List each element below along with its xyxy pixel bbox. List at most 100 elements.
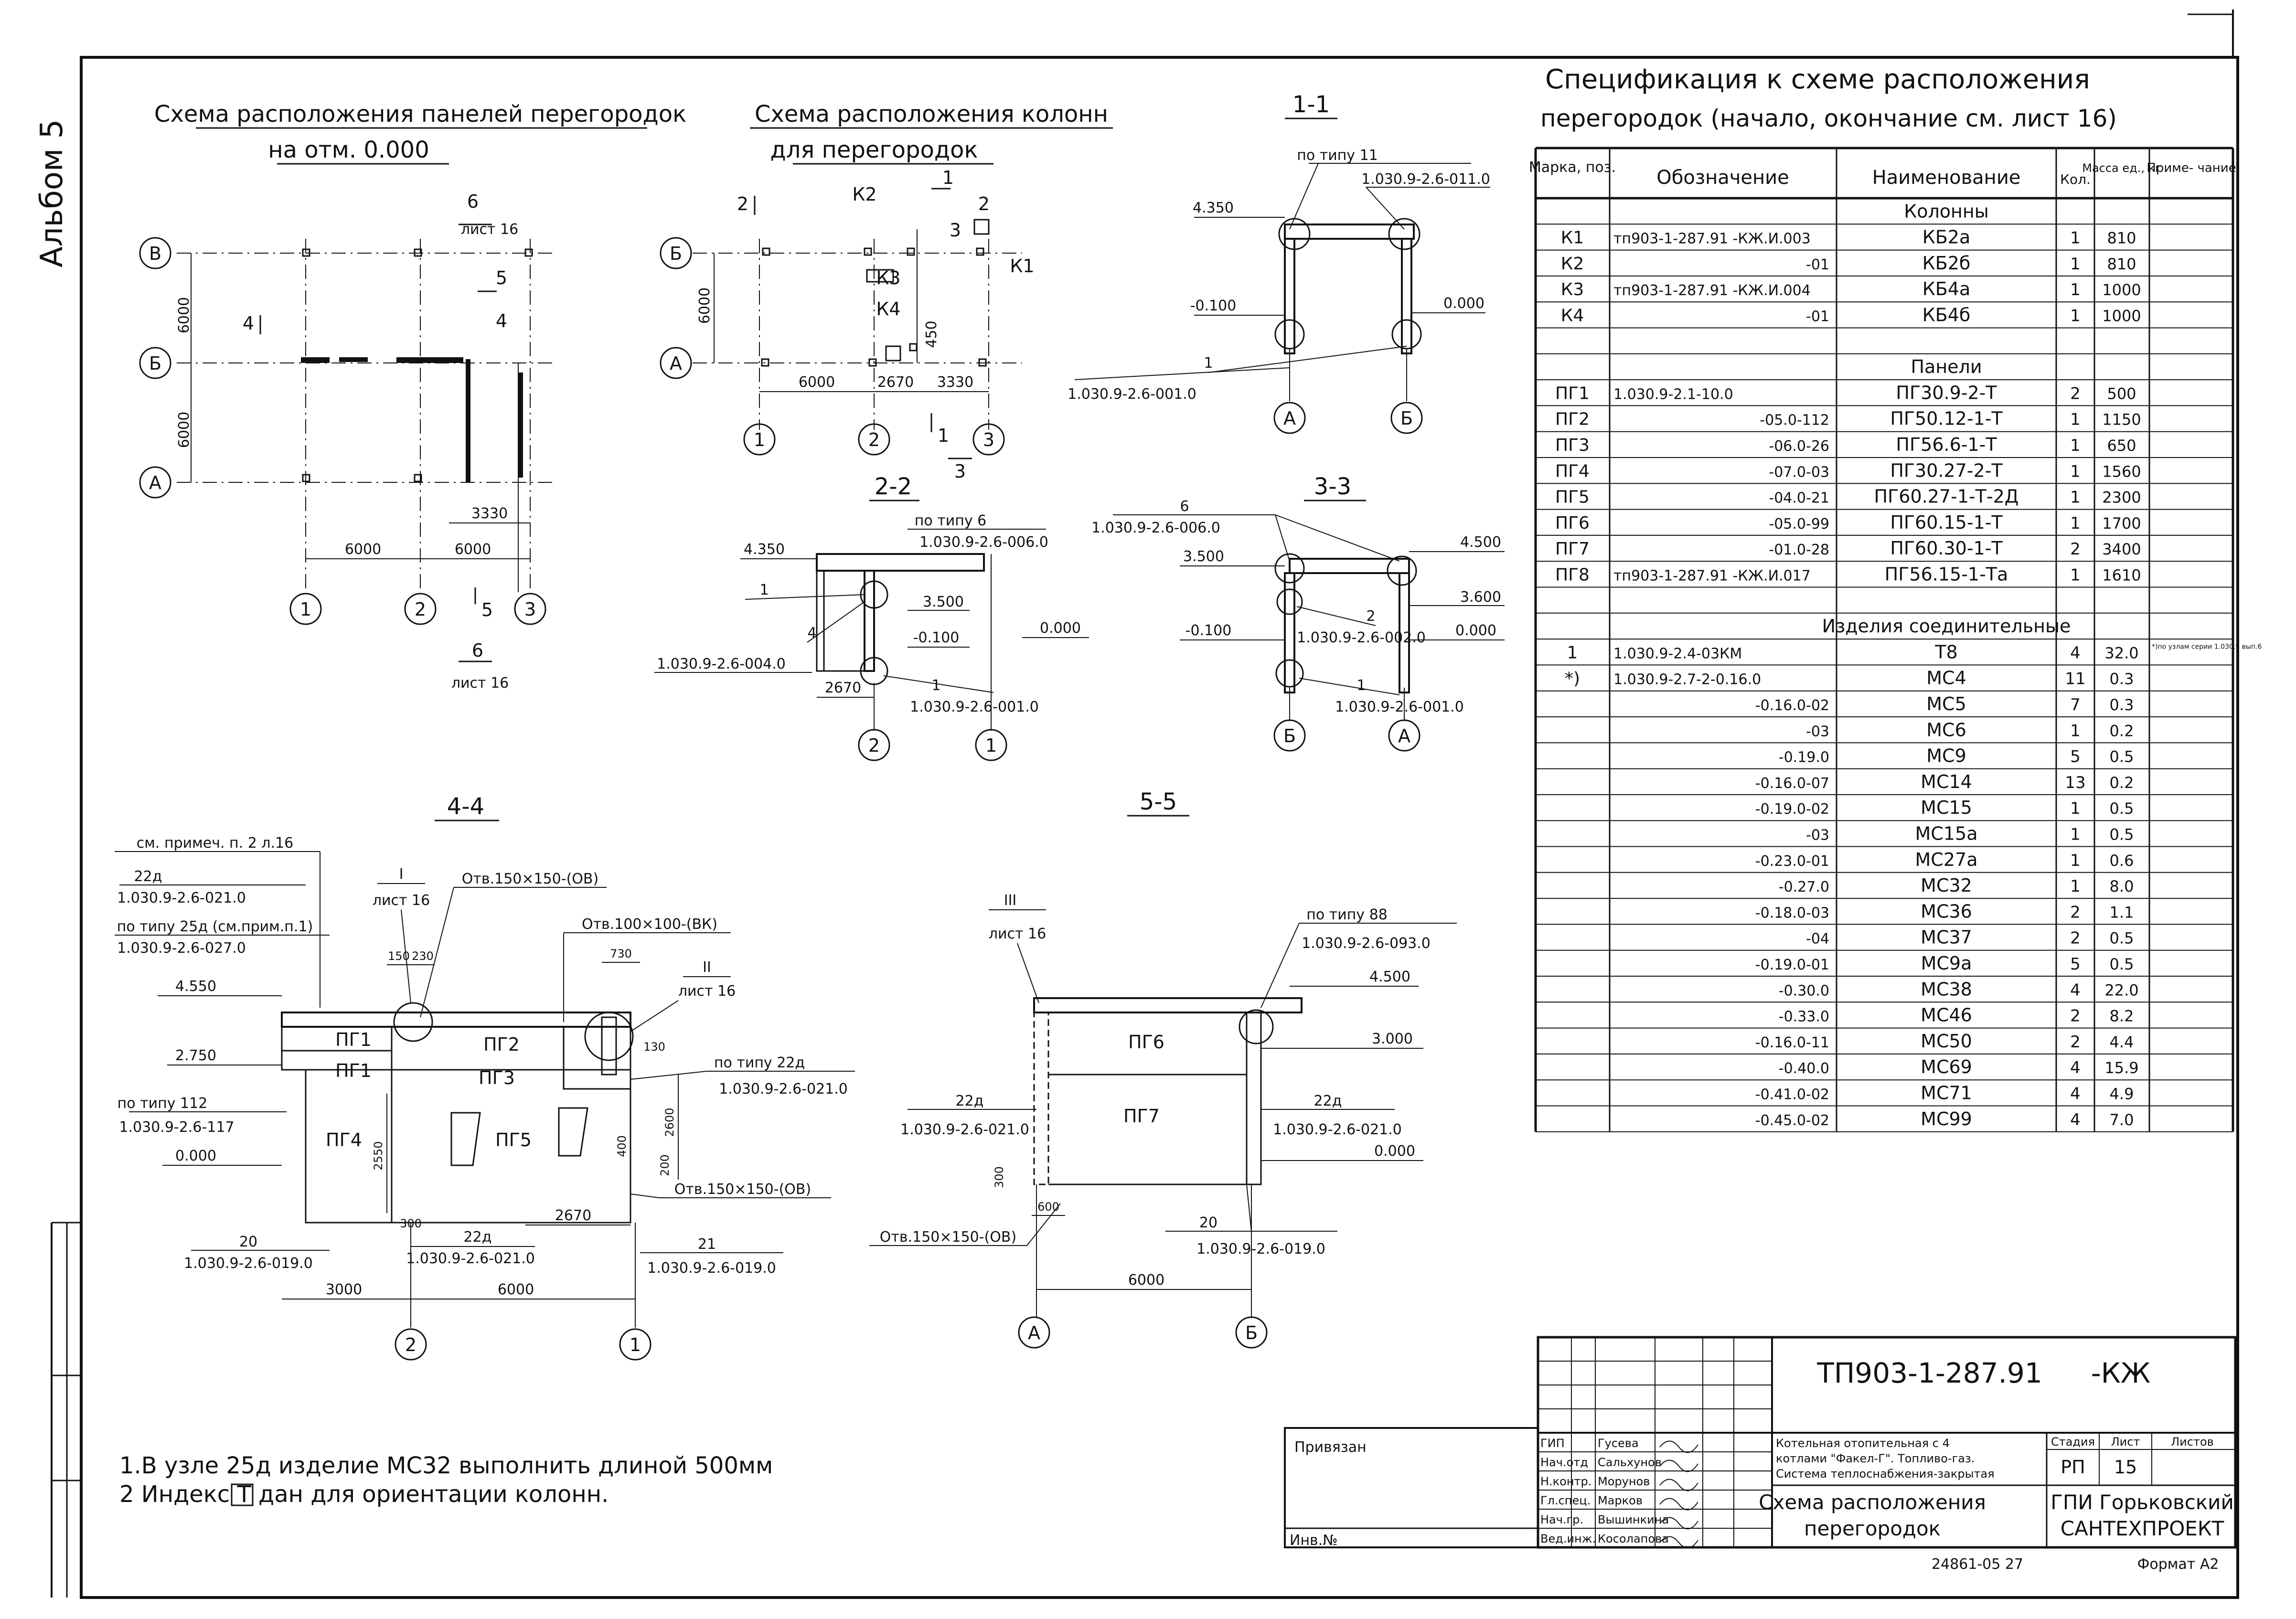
s55-sheet16: лист 16 xyxy=(989,926,1046,942)
d2-dim-6000-v: 6000 xyxy=(696,288,713,324)
spec-row-code: -0.41.0-02 xyxy=(1755,1086,1829,1103)
d1-axis-V: В xyxy=(149,243,161,264)
d2-axis-2: 2 xyxy=(868,429,880,450)
spec-row-qty: 2 xyxy=(2070,540,2081,559)
spec-row-code: -03 xyxy=(1806,827,1829,844)
spec-row-qty: 4 xyxy=(2070,1058,2081,1077)
spec-row-qty: 1 xyxy=(2070,410,2081,429)
spec-row-code: -0.27.0 xyxy=(1779,879,1829,895)
note-2: 2 Индекс Т дан для ориентации колонн. xyxy=(119,1481,609,1508)
s44-hole3: Отв.150×150-(ОВ) xyxy=(674,1181,811,1198)
specification: Спецификация к схеме расположения перего… xyxy=(1529,64,2262,1132)
d2-dim-h2: 2670 xyxy=(877,374,914,391)
s44-pg1a: ПГ1 xyxy=(335,1029,372,1050)
spec-row-code: -0.23.0-01 xyxy=(1755,853,1829,870)
stamp-name: Морунов xyxy=(1598,1475,1650,1488)
d1-sec-6: 6 xyxy=(467,191,479,212)
s55-elev-mid: 3.000 xyxy=(1372,1031,1413,1047)
s44-112-code: 1.030.9-2.6-117 xyxy=(119,1119,234,1136)
d1-sec-6b: 6 xyxy=(472,640,483,661)
signature-mark xyxy=(1659,1459,1698,1472)
stamp-role: Гл.спец. xyxy=(1540,1494,1591,1507)
spec-row-qty: 1 xyxy=(2070,255,2081,274)
spec-row-qty: 5 xyxy=(2070,747,2081,767)
spec-row-mass: 500 xyxy=(2107,384,2136,403)
spec-row-qty: 1 xyxy=(2070,721,2081,740)
spec-row-mass: 0.5 xyxy=(2110,748,2134,766)
s33-node2: 2 xyxy=(1366,608,1375,625)
spec-row-name: МС15 xyxy=(1921,797,1972,818)
spec-row-code: -01 xyxy=(1806,256,1829,273)
s22-title: 2-2 xyxy=(875,473,912,500)
s44-n20-code: 1.030.9-2.6-019.0 xyxy=(184,1255,313,1272)
stamp-stage: РП xyxy=(2061,1457,2085,1478)
s44-22a-right-code: 1.030.9-2.6-021.0 xyxy=(719,1081,848,1097)
spec-row-mass: 15.9 xyxy=(2104,1059,2138,1077)
spec-row-code: -0.19.0-02 xyxy=(1755,801,1829,818)
spec-row-mark: ПГ2 xyxy=(1555,410,1590,429)
section-5-5: 5-5 III лист 16 по типу 88 1.030.9-2.6-0… xyxy=(869,788,1457,1349)
spec-row-mass: 810 xyxy=(2107,255,2136,273)
s33-node2-code: 1.030.9-2.6-002.0 xyxy=(1297,629,1426,646)
spec-row-code: -0.19.0-01 xyxy=(1755,957,1829,973)
spec-row-mass: 0.6 xyxy=(2110,852,2134,870)
spec-row-code: -0.16.0-11 xyxy=(1755,1034,1829,1051)
s55-n20: 20 xyxy=(1199,1214,1217,1231)
signature-mark xyxy=(1659,1517,1698,1530)
sheet-frame xyxy=(80,56,2239,1599)
spec-row-code: -0.19.0 xyxy=(1779,749,1829,766)
spec-row-mark: К3 xyxy=(1561,280,1584,299)
spec-row-mass: 0.5 xyxy=(2110,799,2134,818)
spec-row-name: МС6 xyxy=(1926,719,1966,740)
d1-axis-1: 1 xyxy=(300,599,311,620)
s55-axis-B: Б xyxy=(1245,1322,1258,1343)
s33-axis-A: А xyxy=(1398,725,1410,746)
s22-axis-2: 2 xyxy=(868,735,880,756)
d1-dim-h2: 6000 xyxy=(455,541,491,558)
stamp-privyazan: Привязан xyxy=(1294,1439,1367,1456)
s44-d130: 130 xyxy=(643,1040,665,1054)
spec-row-name: ПГ30.9-2-Т xyxy=(1896,382,1997,403)
spec-row-mass: 0.5 xyxy=(2110,826,2134,844)
spec-row-name: КБ2а xyxy=(1922,227,1971,248)
stamp-sheet-h: Лист xyxy=(2111,1435,2140,1449)
s44-node-II: II xyxy=(703,959,711,976)
stamp-name: Марков xyxy=(1598,1494,1643,1507)
s55-l22a: 22д xyxy=(956,1093,984,1109)
spec-row-code: -04.0-21 xyxy=(1769,490,1829,507)
s44-25a-code: 1.030.9-2.6-027.0 xyxy=(117,940,246,957)
s11-node: 1 xyxy=(1204,355,1213,372)
s11-type-code: 1.030.9-2.6-011.0 xyxy=(1361,171,1490,188)
s44-b22a-code: 1.030.9-2.6-021.0 xyxy=(406,1250,535,1267)
spec-header-mark: Марка, поз. xyxy=(1529,159,1616,176)
s55-l22a-code: 1.030.9-2.6-021.0 xyxy=(900,1121,1029,1138)
spec-row-mass: 1700 xyxy=(2102,514,2141,533)
s44-axis-1: 1 xyxy=(630,1334,641,1355)
spec-row-name: МС38 xyxy=(1921,979,1972,1000)
d1-title-line1: Схема расположения панелей перегородок xyxy=(154,101,686,128)
s44-elev1: 4.550 xyxy=(175,978,216,995)
spec-row-qty: 2 xyxy=(2070,929,2081,948)
spec-row-qty: 1 xyxy=(2070,307,2081,326)
spec-header-qty: Кол. xyxy=(2060,171,2091,187)
spec-row-code: -0.45.0-02 xyxy=(1755,1112,1829,1129)
spec-row-code: -0.33.0 xyxy=(1779,1009,1829,1025)
spec-row-name: ПГ60.30-1-Т xyxy=(1890,538,2003,559)
spec-row-mass: 1000 xyxy=(2102,307,2141,325)
spec-row-code: -05.0-112 xyxy=(1760,412,1829,429)
s44-elev2: 2.750 xyxy=(175,1047,216,1064)
spec-row-code: 1.030.9-2.4-03КМ xyxy=(1613,645,1742,662)
spec-row-code: -0.16.0-02 xyxy=(1755,697,1829,714)
stamp-name: Сальхунов xyxy=(1598,1456,1662,1469)
spec-row-mass: 0.2 xyxy=(2110,774,2134,792)
s22-one: 1 xyxy=(759,582,769,598)
spec-row-code: тп903-1-287.91 -КЖ.И.017 xyxy=(1613,568,1811,585)
d2-K4: К4 xyxy=(876,298,900,320)
spec-row-name: МС9а xyxy=(1921,953,1972,974)
section-3-3: 3-3 6 1.030.9-2.6-006.0 3.500 4.500 3.60… xyxy=(1091,473,1505,752)
spec-row-mass: 8.2 xyxy=(2110,1007,2134,1025)
spec-row-qty: 2 xyxy=(2070,1007,2081,1026)
d1-axis-A: А xyxy=(149,472,161,493)
spec-row-qty: 5 xyxy=(2070,955,2081,974)
s33-node1: 1 xyxy=(1356,677,1366,694)
